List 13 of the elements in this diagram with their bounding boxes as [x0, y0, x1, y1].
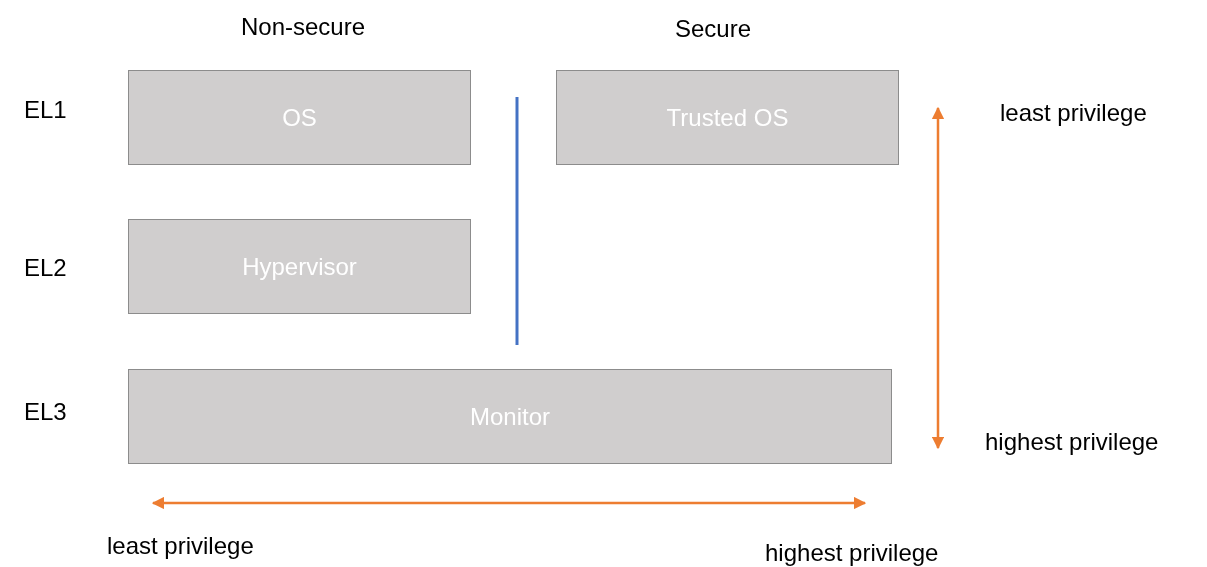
level-label: EL2 — [24, 254, 67, 282]
process-box — [128, 369, 892, 464]
column-heading: Non-secure — [240, 13, 366, 41]
privilege-label: least privilege — [1000, 99, 1147, 127]
privilege-label: least privilege — [107, 532, 254, 560]
process-box — [556, 70, 899, 165]
level-label: EL3 — [24, 398, 67, 426]
process-box — [128, 219, 471, 314]
column-heading: Secure — [675, 15, 751, 43]
level-label: EL1 — [24, 96, 67, 124]
privilege-label: highest privilege — [765, 539, 939, 567]
process-box — [128, 70, 471, 165]
privilege-label: highest privilege — [985, 428, 1159, 456]
